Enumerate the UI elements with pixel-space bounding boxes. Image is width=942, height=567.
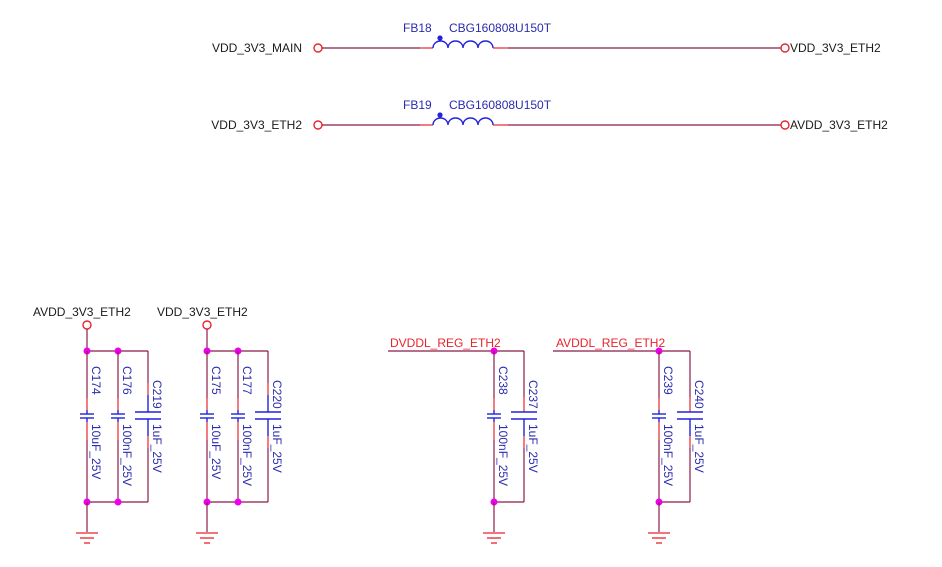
capacitor-c238[interactable]: C238 100nF_25V <box>487 351 510 502</box>
capacitor-c175[interactable]: C175 10uF_25V <box>200 351 223 502</box>
ground-icon <box>196 532 218 544</box>
port-icon[interactable] <box>780 43 790 53</box>
capacitor-c174[interactable]: C174 10uF_25V <box>80 351 103 502</box>
ground-icon <box>483 532 505 544</box>
junction-icon <box>234 498 242 506</box>
net-label-in: VDD_3V3_MAIN <box>212 41 302 55</box>
port-icon[interactable] <box>202 320 212 330</box>
part-ref: FB19 <box>403 98 432 112</box>
net-label: DVDDL_REG_ETH2 <box>390 336 501 350</box>
cap-ref: C220 <box>270 380 284 409</box>
ferrite-bead-fb18[interactable]: VDD_3V3_MAIN VDD_3V3_ETH2 FB18 CBG160808… <box>212 21 881 55</box>
cap-ref: C175 <box>209 366 223 395</box>
net-label: AVDDL_REG_ETH2 <box>556 336 665 350</box>
junction-icon <box>114 498 122 506</box>
cap-ref: C174 <box>89 366 103 395</box>
decoupling-group-dvddl-reg-eth2: DVDDL_REG_ETH2 C238 100nF_25V C237 1uF_2… <box>388 336 540 544</box>
inductor-icon <box>432 117 494 126</box>
cap-value: 1uF_25V <box>150 424 164 473</box>
net-label-out: VDD_3V3_ETH2 <box>790 41 881 55</box>
cap-ref: C237 <box>526 380 540 409</box>
pin1-dot-icon <box>437 35 443 41</box>
net-label: VDD_3V3_ETH2 <box>157 305 248 319</box>
cap-value: 100nF_25V <box>240 424 254 486</box>
cap-value: 10uF_25V <box>89 424 103 479</box>
capacitor-c220[interactable]: C220 1uF_25V <box>255 351 284 502</box>
cap-ref: C240 <box>692 380 706 409</box>
decoupling-group-avddl-reg-eth2: AVDDL_REG_ETH2 C239 100nF_25V C240 1uF_2… <box>553 336 706 544</box>
cap-value: 10uF_25V <box>209 424 223 479</box>
pin1-dot-icon <box>437 112 443 118</box>
net-label-out: AVDD_3V3_ETH2 <box>790 118 888 132</box>
cap-value: 1uF_25V <box>526 424 540 473</box>
port-icon[interactable] <box>313 120 323 130</box>
cap-value: 1uF_25V <box>270 424 284 473</box>
capacitor-c239[interactable]: C239 100nF_25V <box>652 351 675 502</box>
capacitor-c240[interactable]: C240 1uF_25V <box>677 351 706 502</box>
cap-value: 100nF_25V <box>661 424 675 486</box>
port-icon[interactable] <box>82 320 92 330</box>
ground-icon <box>76 532 98 544</box>
port-icon[interactable] <box>780 120 790 130</box>
cap-value: 100nF_25V <box>120 424 134 486</box>
net-label-in: VDD_3V3_ETH2 <box>211 118 302 132</box>
cap-value: 1uF_25V <box>692 424 706 473</box>
cap-ref: C177 <box>240 366 254 395</box>
cap-ref: C239 <box>661 366 675 395</box>
ground-icon <box>648 532 670 544</box>
part-value: CBG160808U150T <box>449 98 552 112</box>
port-icon[interactable] <box>313 43 323 53</box>
cap-ref: C219 <box>150 380 164 409</box>
decoupling-group-avdd-3v3-eth2: AVDD_3V3_ETH2 C174 10uF_25V <box>33 305 164 544</box>
capacitor-c176[interactable]: C176 100nF_25V <box>111 351 134 502</box>
capacitor-c219[interactable]: C219 1uF_25V <box>135 351 164 502</box>
capacitor-c237[interactable]: C237 1uF_25V <box>511 351 540 502</box>
inductor-icon <box>432 40 494 49</box>
net-label: AVDD_3V3_ETH2 <box>33 305 131 319</box>
capacitor-c177[interactable]: C177 100nF_25V <box>231 351 254 502</box>
part-ref: FB18 <box>403 21 432 35</box>
part-value: CBG160808U150T <box>449 21 552 35</box>
cap-value: 100nF_25V <box>496 424 510 486</box>
cap-ref: C176 <box>120 366 134 395</box>
ferrite-bead-fb19[interactable]: VDD_3V3_ETH2 AVDD_3V3_ETH2 FB19 CBG16080… <box>211 98 888 132</box>
decoupling-group-vdd-3v3-eth2: VDD_3V3_ETH2 C175 10uF_25V C1 <box>157 305 284 544</box>
cap-ref: C238 <box>496 366 510 395</box>
